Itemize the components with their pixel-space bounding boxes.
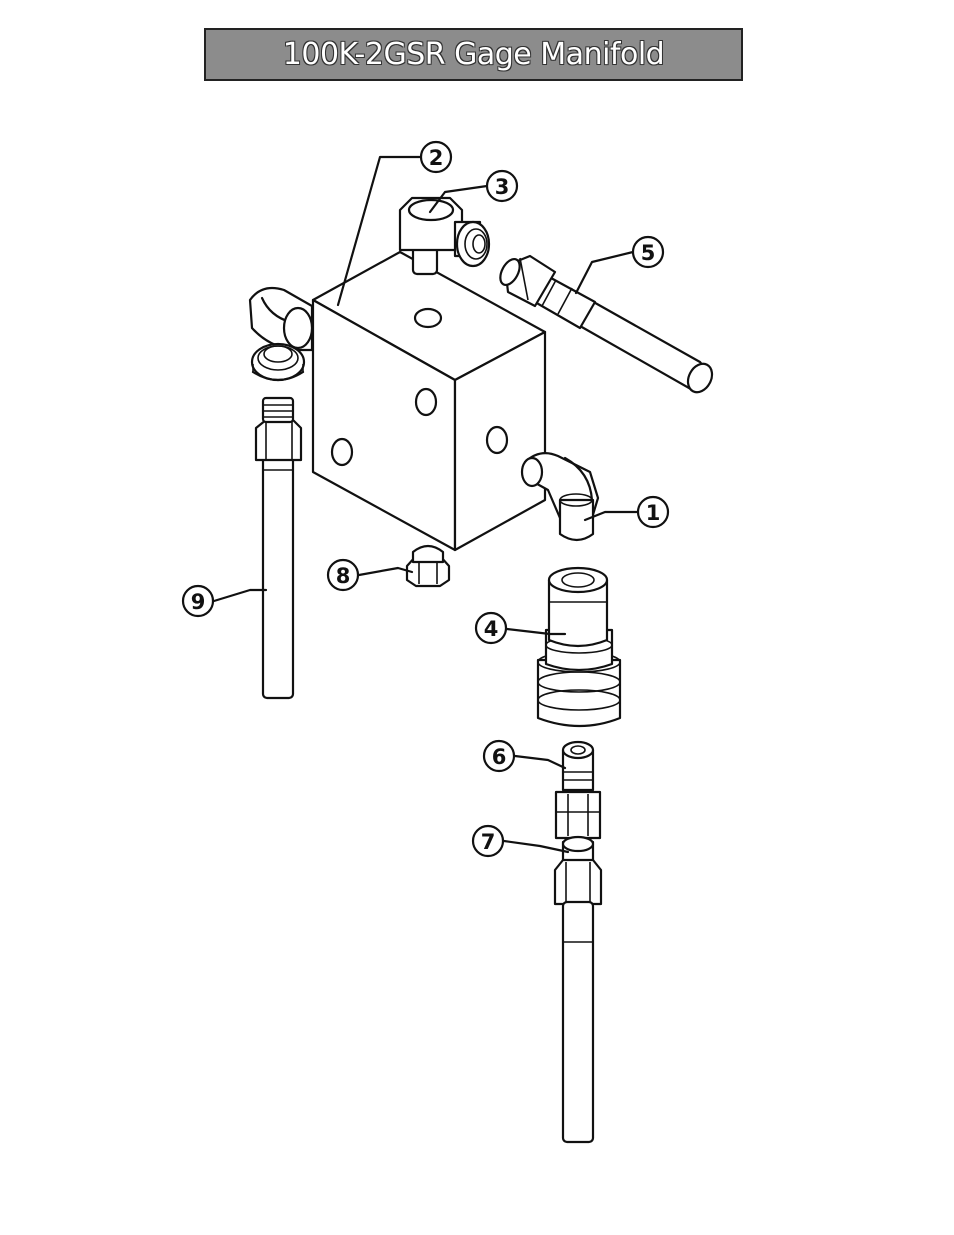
callout-7-label: 7 bbox=[481, 830, 496, 854]
part-8-plug bbox=[407, 546, 449, 586]
part-4-quick-coupler bbox=[538, 568, 620, 726]
callout-9: 9 bbox=[183, 586, 213, 616]
callout-5: 5 bbox=[633, 237, 663, 267]
part-9-tube-assembly bbox=[256, 398, 301, 698]
callout-5-label: 5 bbox=[641, 241, 656, 265]
part-7-tube-assembly bbox=[555, 837, 601, 1142]
callout-7: 7 bbox=[473, 826, 503, 856]
callout-9-label: 9 bbox=[191, 590, 206, 614]
callout-2-label: 2 bbox=[429, 146, 444, 170]
part-3-elbow-fitting bbox=[400, 198, 489, 274]
callout-2: 2 bbox=[421, 142, 451, 172]
callout-3: 3 bbox=[487, 171, 517, 201]
callout-8: 8 bbox=[328, 560, 358, 590]
callout-4: 4 bbox=[476, 613, 506, 643]
part-2-manifold-block bbox=[313, 252, 545, 550]
callout-6-label: 6 bbox=[492, 745, 507, 769]
callout-8-label: 8 bbox=[336, 564, 351, 588]
left-elbow-fitting bbox=[250, 288, 312, 380]
callout-1-label: 1 bbox=[646, 501, 661, 525]
part-6-nipple bbox=[556, 742, 600, 838]
callout-1: 1 bbox=[638, 497, 668, 527]
callout-6: 6 bbox=[484, 741, 514, 771]
callout-3-label: 3 bbox=[495, 175, 510, 199]
callout-4-label: 4 bbox=[484, 617, 499, 641]
